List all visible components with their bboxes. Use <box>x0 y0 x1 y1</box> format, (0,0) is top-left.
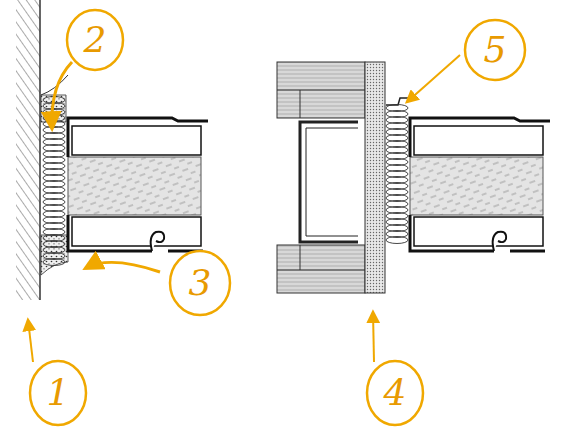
masonry-block <box>277 245 365 293</box>
leader-arrow <box>52 62 72 128</box>
sandwich-panel <box>410 118 550 251</box>
insulation-coil <box>43 259 65 266</box>
callout-number: 1 <box>47 375 70 411</box>
masonry-block <box>277 62 365 118</box>
flashing <box>386 98 418 105</box>
callout-circle <box>30 361 86 425</box>
callout-circle <box>67 10 123 70</box>
callout-number: 3 <box>189 265 212 301</box>
sealant <box>41 235 68 275</box>
insulation-coil <box>386 237 408 244</box>
callout-number: 4 <box>384 375 407 411</box>
steel-channel <box>306 128 358 236</box>
callout-circle <box>170 251 230 315</box>
callout-number: 2 <box>84 22 107 58</box>
callout-circle <box>367 361 423 425</box>
callout-number: 5 <box>484 32 507 68</box>
leader-arrow <box>407 55 460 102</box>
callout-circle <box>465 20 525 80</box>
steel-channel <box>300 122 358 242</box>
leader-arrow <box>373 312 374 362</box>
wall-face <box>39 0 41 300</box>
sandwich-panel <box>68 118 208 251</box>
wall-hatching <box>16 0 40 300</box>
plate <box>365 62 385 293</box>
leader-arrow <box>86 262 160 272</box>
leader-arrow <box>28 320 33 362</box>
